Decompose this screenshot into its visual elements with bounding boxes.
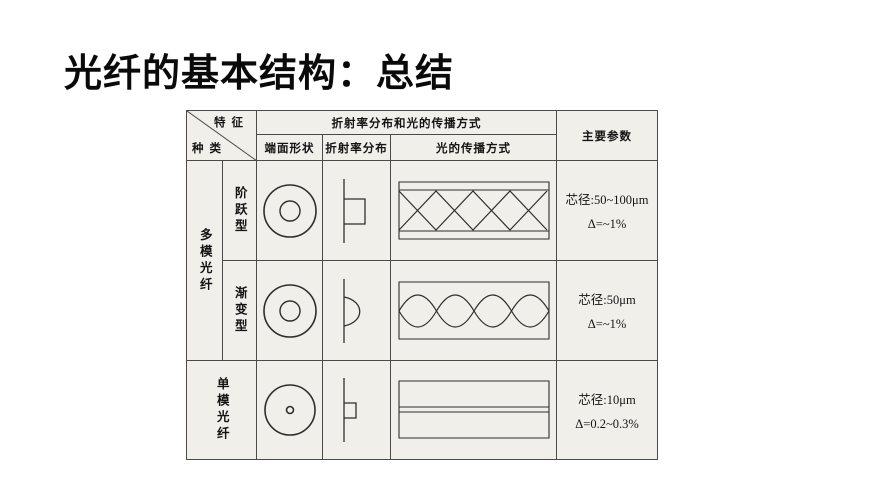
header-main-params: 主要参数 <box>557 111 657 161</box>
type-label-step: 阶跃型 <box>232 185 247 236</box>
propagation-graded-diagram <box>391 261 556 360</box>
group-label-multimode-cell: 多模光纤 <box>187 161 223 361</box>
profile-step-cell <box>323 161 391 261</box>
group-label-multimode: 多模光纤 <box>197 227 212 294</box>
header-propagation: 光的传播方式 <box>391 135 557 161</box>
header-endface: 端面形状 <box>257 135 323 161</box>
propagation-singlemode-cell <box>391 361 557 459</box>
corner-cell: 特征 种类 <box>187 111 257 161</box>
params-graded-core: 芯径:50μm <box>578 293 636 307</box>
params-singlemode-delta: Δ=0.2~0.3% <box>575 416 639 431</box>
header-span-index-propagation: 折射率分布和光的传播方式 <box>257 111 557 135</box>
profile-graded-cell <box>323 261 391 361</box>
propagation-graded-cell <box>391 261 557 361</box>
type-label-graded: 渐变型 <box>232 285 247 336</box>
params-step-delta: Δ=~1% <box>587 217 627 231</box>
endface-singlemode-cell <box>257 361 323 459</box>
params-singlemode-cell: 芯径:10μm Δ=0.2~0.3% <box>557 361 657 459</box>
propagation-step-diagram <box>391 161 556 260</box>
group-label-singlemode-cell: 单模光纤 <box>187 361 257 459</box>
endface-graded-cell <box>257 261 323 361</box>
summary-table: 特征 种类 折射率分布和光的传播方式 主要参数 端面形状 折射率分布 光的传播方… <box>186 110 658 460</box>
header-index-profile: 折射率分布 <box>323 135 391 161</box>
propagation-step-cell <box>391 161 557 261</box>
page-title: 光纤的基本结构：总结 <box>64 53 455 95</box>
index-profile-step-diagram <box>323 161 390 260</box>
group-label-singlemode: 单模光纤 <box>214 377 229 443</box>
corner-diagonal-line <box>187 111 257 161</box>
params-step-core: 芯径:50~100μm <box>565 193 649 207</box>
params-graded-cell: 芯径:50μm Δ=~1% <box>557 261 657 361</box>
endface-graded-diagram <box>257 261 322 360</box>
endface-singlemode-diagram <box>257 361 322 459</box>
profile-singlemode-cell <box>323 361 391 459</box>
index-profile-graded-diagram <box>323 261 390 360</box>
propagation-singlemode-diagram <box>391 361 556 459</box>
type-label-graded-cell: 渐变型 <box>223 261 257 361</box>
params-singlemode-core: 芯径:10μm <box>578 392 636 407</box>
corner-label-feature: 特征 <box>214 117 249 129</box>
params-graded-delta: Δ=~1% <box>587 317 627 331</box>
type-label-step-cell: 阶跃型 <box>223 161 257 261</box>
params-step-cell: 芯径:50~100μm Δ=~1% <box>557 161 657 261</box>
endface-step-cell <box>257 161 323 261</box>
endface-step-diagram <box>257 161 322 260</box>
corner-label-kind: 种类 <box>192 143 227 155</box>
index-profile-singlemode-diagram <box>323 361 390 459</box>
